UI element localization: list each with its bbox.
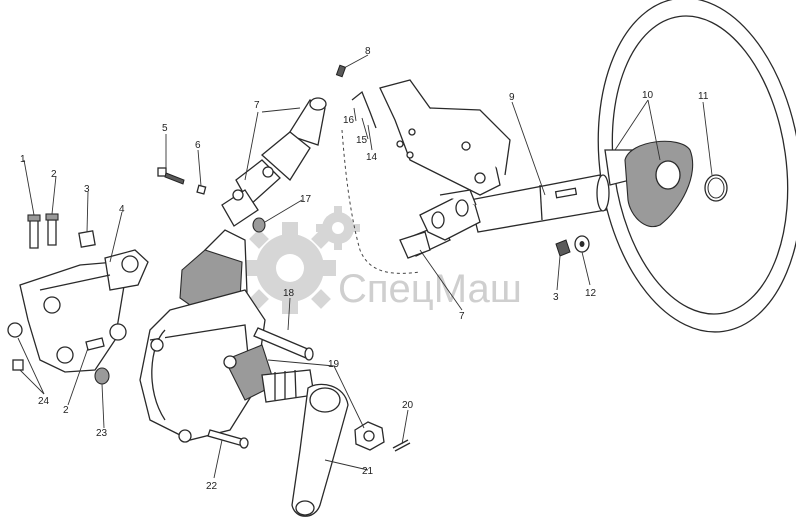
callout-3-right: 3 (553, 292, 559, 303)
callout-8: 8 (365, 46, 371, 57)
callout-14: 14 (366, 152, 378, 163)
bolt-22 (207, 429, 249, 449)
steering-wheel (597, 0, 796, 333)
callout-5: 5 (162, 123, 168, 134)
bushing-24a (7, 322, 23, 338)
mounting-bracket (19, 249, 149, 373)
column-bracket (351, 79, 511, 196)
callout-1: 1 (20, 154, 26, 165)
bushing-3-left (78, 230, 96, 248)
nut-6 (196, 184, 207, 195)
callout-18: 18 (283, 288, 295, 299)
callout-16: 16 (343, 115, 355, 126)
callout-17: 17 (300, 194, 312, 205)
leader-lines (17, 54, 713, 479)
upper-cardan-shaft (399, 189, 481, 259)
callout-9: 9 (509, 92, 515, 103)
callout-11: 11 (698, 91, 709, 102)
steering-gearbox (139, 229, 276, 443)
watermark-gear-large (244, 222, 336, 314)
watermark: СпецМаш (244, 206, 522, 314)
callout-20: 20 (402, 400, 414, 411)
callout-6: 6 (195, 140, 201, 151)
bolt-2-lower (85, 337, 105, 351)
watermark-gear-small (316, 206, 360, 250)
bushing-24b (12, 359, 24, 371)
bolt-1 (27, 214, 41, 249)
snap-ring (704, 174, 728, 202)
lower-cardan-shaft (221, 97, 327, 227)
bushing-17 (252, 217, 266, 233)
callout-12: 12 (585, 288, 597, 299)
callout-7-right: 7 (459, 311, 465, 322)
bolt-8 (335, 64, 347, 78)
callout-15: 15 (356, 135, 368, 146)
cotter-pin-20 (392, 439, 411, 452)
callout-3-left: 3 (84, 184, 90, 195)
callout-19: 19 (328, 359, 340, 370)
callout-7-left: 7 (254, 100, 260, 111)
watermark-text: СпецМаш (338, 267, 522, 311)
bolt-18 (253, 327, 314, 361)
callout-22: 22 (206, 481, 218, 492)
bolt-3-right (555, 239, 571, 257)
bolt-5 (157, 167, 185, 185)
dashed-guide-line (341, 129, 421, 274)
washer-12 (574, 235, 590, 253)
callout-2-top: 2 (51, 169, 57, 180)
callout-10: 10 (642, 90, 654, 101)
washer-23 (94, 367, 110, 385)
pitman-arm (291, 383, 349, 517)
callout-23: 23 (96, 428, 108, 439)
callouts: 1 2 3 4 5 6 7 8 9 10 11 12 3 7 14 15 16 … (20, 46, 709, 492)
callout-4: 4 (119, 204, 125, 215)
callout-21: 21 (362, 466, 374, 477)
callout-24: 24 (38, 396, 50, 407)
bolt-2-top (45, 213, 59, 246)
callout-2-lower: 2 (63, 405, 69, 416)
nut-19 (354, 421, 385, 451)
